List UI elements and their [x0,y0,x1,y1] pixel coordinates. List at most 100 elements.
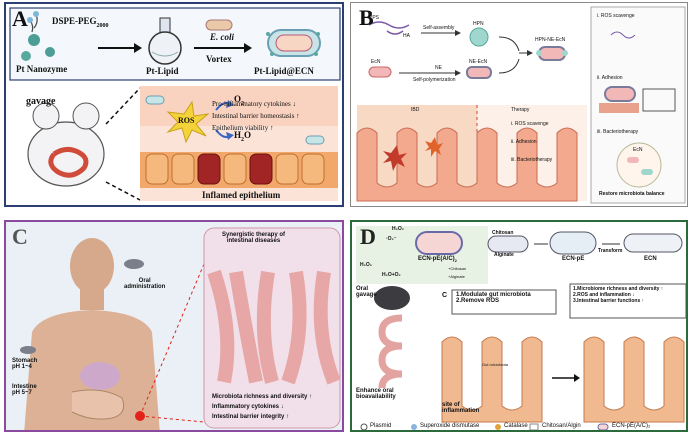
effect-barrier: Intestinal barrier homeostasis ↑ [212,112,300,120]
panel-c-label: C [12,224,28,249]
pt-lipid-label: Pt-Lipid [146,66,179,76]
box1: 1.Modulate gut microbiota 2.Remove ROS [456,292,531,304]
gut-microbiota-label: Gut microbiota [482,362,509,367]
ecn-label: EcN [371,59,381,65]
pt-lipid-ecn-icon [266,29,321,57]
villi-wall [356,127,578,202]
plus-chitosan-label: +Chitosan [448,266,467,271]
panel-b: B PPS HA Self-assembly HPN HPN-NE-EcN Ec… [350,2,688,207]
o2-label: O2 [234,94,244,107]
panel-b-graphics [356,6,686,204]
self-polymerization-label: Self-polymerization [413,77,456,83]
panel-c: C Oral administration Synergistic therap… [4,220,344,432]
side-adhesion: ii. Adhesion [597,75,623,81]
inflamed-epithelium-label: Inflamed epithelium [202,190,281,200]
panel-c-graphics [20,227,341,430]
ecn-pe-ac-text: ECN-pE(A/C) [418,256,455,262]
ha-label: HA [403,33,410,39]
ecn-icon [623,233,683,253]
pt-nanozyme-icon [21,11,55,61]
gavage-label: gavage [26,96,56,107]
hpn-ne-ecn-label: HPN-NE-EcN [535,37,566,43]
h2o-sub: 2 [241,136,245,143]
side-ecn-label: EcN [633,147,643,153]
h2o-text-h: H [234,130,242,140]
oral-gavage-line1: Oral [356,286,369,292]
oral-administration-line1: Oral [138,278,151,284]
intestine-label: Intestine pH 5~7 [12,384,37,396]
hpn-icon [469,27,489,47]
synergy-line1: Synergistic therapy of [222,232,286,238]
h2o2-top-label: H₂O₂ [392,226,404,232]
box2-line1: 1.Microbiome richness and diversity ↑ [573,286,664,292]
site-line2: inflammation [442,408,480,414]
effect-cytokines: Pro-inflammatory cytokines ↓ [212,100,296,108]
ros-burst-icon [166,100,210,144]
site-label: site of inflammation [442,402,479,414]
stomach-label: Stomach pH 1~4 [12,358,37,370]
mouse-icon [374,286,410,310]
intestine-line2: pH 5~7 [12,390,32,396]
ecn-pe-icon [549,231,597,255]
legend-ecn-pe-ac: ECN-pE(A/C)₂ [612,423,651,429]
pt-lipid-ecn-label: Pt-Lipid@ECN [254,66,314,76]
step-ros: i. ROS scavenge [511,121,549,127]
intestine-line1: Intestine [12,384,37,390]
self-assembly-label: Self-assembly [423,25,455,31]
oral-administration-line2: administration [124,284,166,290]
ecn-pe-ac-sub: 2 [454,258,457,264]
h2o2-left-label: H₂O₂ [360,262,372,268]
ne-ecn-icon [466,66,492,79]
synergy-line2: intestinal diseases [226,238,281,244]
hpn-label: HPN [473,21,484,27]
vortex-label: Vortex [206,54,232,64]
legend-chitosan-algin: Chitosan/Algin [542,423,581,429]
h2o-label: H2O [234,130,251,143]
hpn-ne-ecn-icon [538,46,566,61]
result-cytokines: Inflammatory cytokines ↓ [212,404,284,410]
mouse-icon [27,102,105,187]
box1-line1: 1.Modulate gut microbiota [456,292,531,298]
box2-line3: 3.Intestinal barrier functions ↑ [573,298,645,304]
legend-sod: Superoxide dismutase [420,423,480,429]
stomach-line1: Stomach [12,358,38,364]
transform-label: Transform [598,248,623,254]
oral-administration-label: Oral administration [124,278,165,290]
enhance-line1: Enhance oral [356,388,394,394]
restore-label: Restore microbiota balance [599,191,665,197]
pps-label: PPS [369,15,380,21]
panel-d: D H₂O₂ ·O₂⁻ Chitosan Alginate ECN-pE Tra… [350,220,688,432]
dspe-peg-label: DSPE-PEG2000 [52,16,109,29]
step-adhesion: ii. Adhesion [511,139,537,145]
ros-label: ROS [178,116,195,125]
panel-b-label: B [359,5,374,30]
legend-catalase: Catalase [504,423,528,429]
o2-radical-label: ·O₂⁻ [386,236,397,242]
h2o-o2-label: H₂O+O₂ [382,272,401,278]
dspe-peg-text: DSPE-PEG [52,16,97,26]
box1-line2: 2.Remove ROS [456,298,500,304]
stomach-line2: pH 1~4 [12,364,32,370]
legend-plasmid: Plasmid [370,423,392,429]
restore-dish-icon [616,142,662,188]
side-bacteriotherapy: iii. Bacteriotherapy [597,129,639,135]
alginate-label: Alginate [494,252,514,258]
round-flask-icon [148,17,182,65]
h2o-text-o: O [244,130,252,140]
box2-line2: 2.ROS and inflammation ↓ [573,292,635,298]
enhance-line2: bioavailability [356,394,396,400]
oral-gavage-line2: gavage [356,292,377,298]
site-line1: site of [442,402,460,408]
panel-a: A DSPE-PEG2000 Pt Nanozyme Pt-Lipid E. c… [4,2,344,207]
oral-gavage-label: Oral gavage [356,286,377,298]
dspe-peg-sub: 2000 [96,22,109,29]
ecn-icon [368,66,392,78]
chitosan-label: Chitosan [492,230,514,236]
c-sublabel: C [442,292,448,299]
result-microbiota: Microbiota richness and diversity ↑ [212,394,313,400]
result-barrier: Intestinal barrier integrity ↑ [212,414,290,420]
ecn-pe-ac-icon [415,231,463,255]
panel-a-label: A [12,6,28,31]
ne-label: NE [435,65,442,71]
panel-d-graphics [356,226,686,430]
